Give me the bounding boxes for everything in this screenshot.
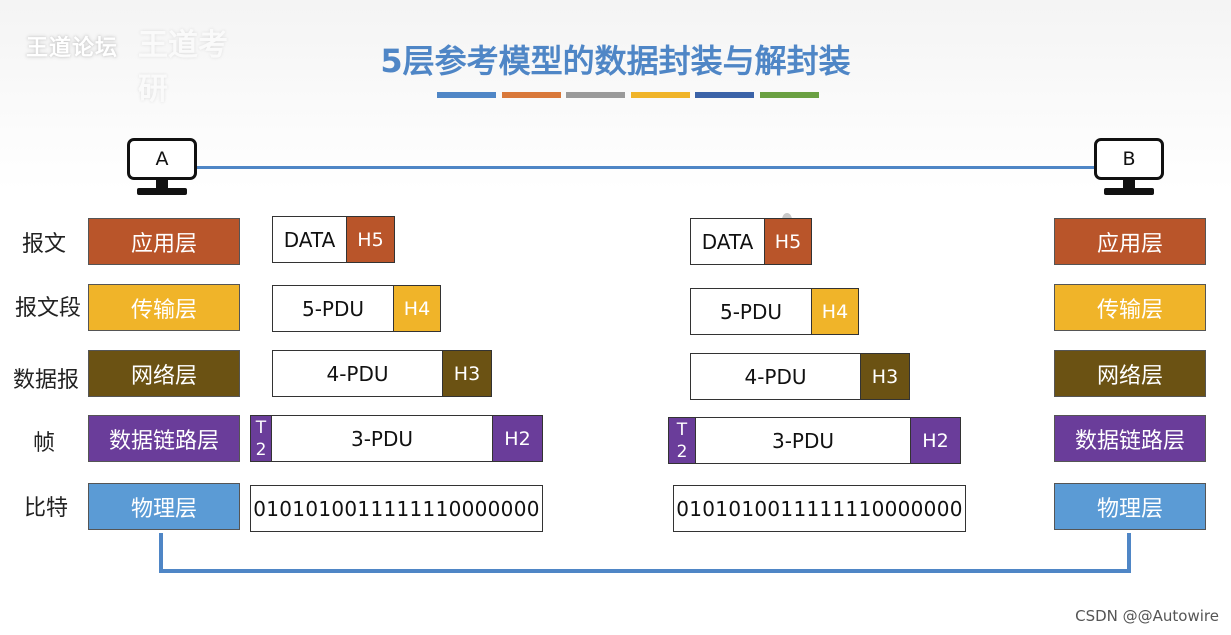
title-stripe-2 — [502, 92, 561, 98]
bitstream-left: 0101010011111110000000 — [250, 485, 543, 532]
packet-data-left: DATA — [272, 216, 347, 263]
title-stripe-4 — [631, 92, 690, 98]
unit-label-message: 报文 — [21, 232, 66, 257]
host-a-monitor-icon: A — [127, 138, 197, 195]
physical-link-right-leg — [1127, 533, 1131, 573]
header-h2-left: H2 — [492, 415, 543, 462]
host-b-label: B — [1094, 138, 1164, 180]
unit-label-datagram: 数据报 — [12, 368, 79, 393]
title-stripe-6 — [760, 92, 819, 98]
unit-label-segment: 报文段 — [14, 296, 81, 321]
packet-4pdu-left: 4-PDU — [272, 350, 443, 397]
layer-network-left: 网络层 — [88, 350, 240, 397]
network-link-line — [197, 166, 1094, 169]
page-title: 5层参考模型的数据封装与解封装 — [380, 42, 851, 80]
title-stripe-5 — [695, 92, 754, 98]
watermark-stamp: 王道考研 — [138, 28, 228, 107]
layer-datalink-right: 数据链路层 — [1054, 415, 1206, 462]
layer-physical-right: 物理层 — [1054, 483, 1206, 530]
packet-4pdu-right: 4-PDU — [690, 353, 861, 400]
layer-datalink-left: 数据链路层 — [88, 415, 240, 462]
unit-label-frame: 帧 — [32, 431, 55, 456]
physical-link-bottom — [159, 569, 1131, 573]
credit-text: CSDN @@Autowire — [1075, 607, 1219, 625]
host-b-monitor-icon: B — [1094, 138, 1164, 195]
packet-5pdu-right: 5-PDU — [690, 288, 812, 335]
packet-3pdu-left: 3-PDU — [271, 415, 493, 462]
layer-transport-right: 传输层 — [1054, 284, 1206, 331]
header-h3-right: H3 — [860, 353, 910, 400]
layer-network-right: 网络层 — [1054, 350, 1206, 397]
layer-transport-left: 传输层 — [88, 284, 240, 331]
packet-3pdu-right: 3-PDU — [695, 417, 911, 464]
header-h2-right: H2 — [910, 417, 961, 464]
bitstream-right: 0101010011111110000000 — [673, 485, 966, 532]
packet-data-right: DATA — [690, 218, 765, 265]
physical-link-left-leg — [159, 533, 163, 573]
host-a-label: A — [127, 138, 197, 180]
watermark-logo: 王道论坛 — [26, 36, 119, 61]
unit-label-bit: 比特 — [23, 496, 68, 521]
layer-application-left: 应用层 — [88, 218, 240, 265]
header-h3-left: H3 — [442, 350, 492, 397]
layer-physical-left: 物理层 — [88, 483, 240, 530]
title-stripe-1 — [437, 92, 496, 98]
packet-5pdu-left: 5-PDU — [272, 285, 394, 332]
header-h4-left: H4 — [393, 285, 441, 332]
title-stripe-3 — [566, 92, 625, 98]
header-h5-left: H5 — [346, 216, 395, 263]
header-h4-right: H4 — [811, 288, 859, 335]
layer-application-right: 应用层 — [1054, 218, 1206, 265]
header-h5-right: H5 — [764, 218, 812, 265]
